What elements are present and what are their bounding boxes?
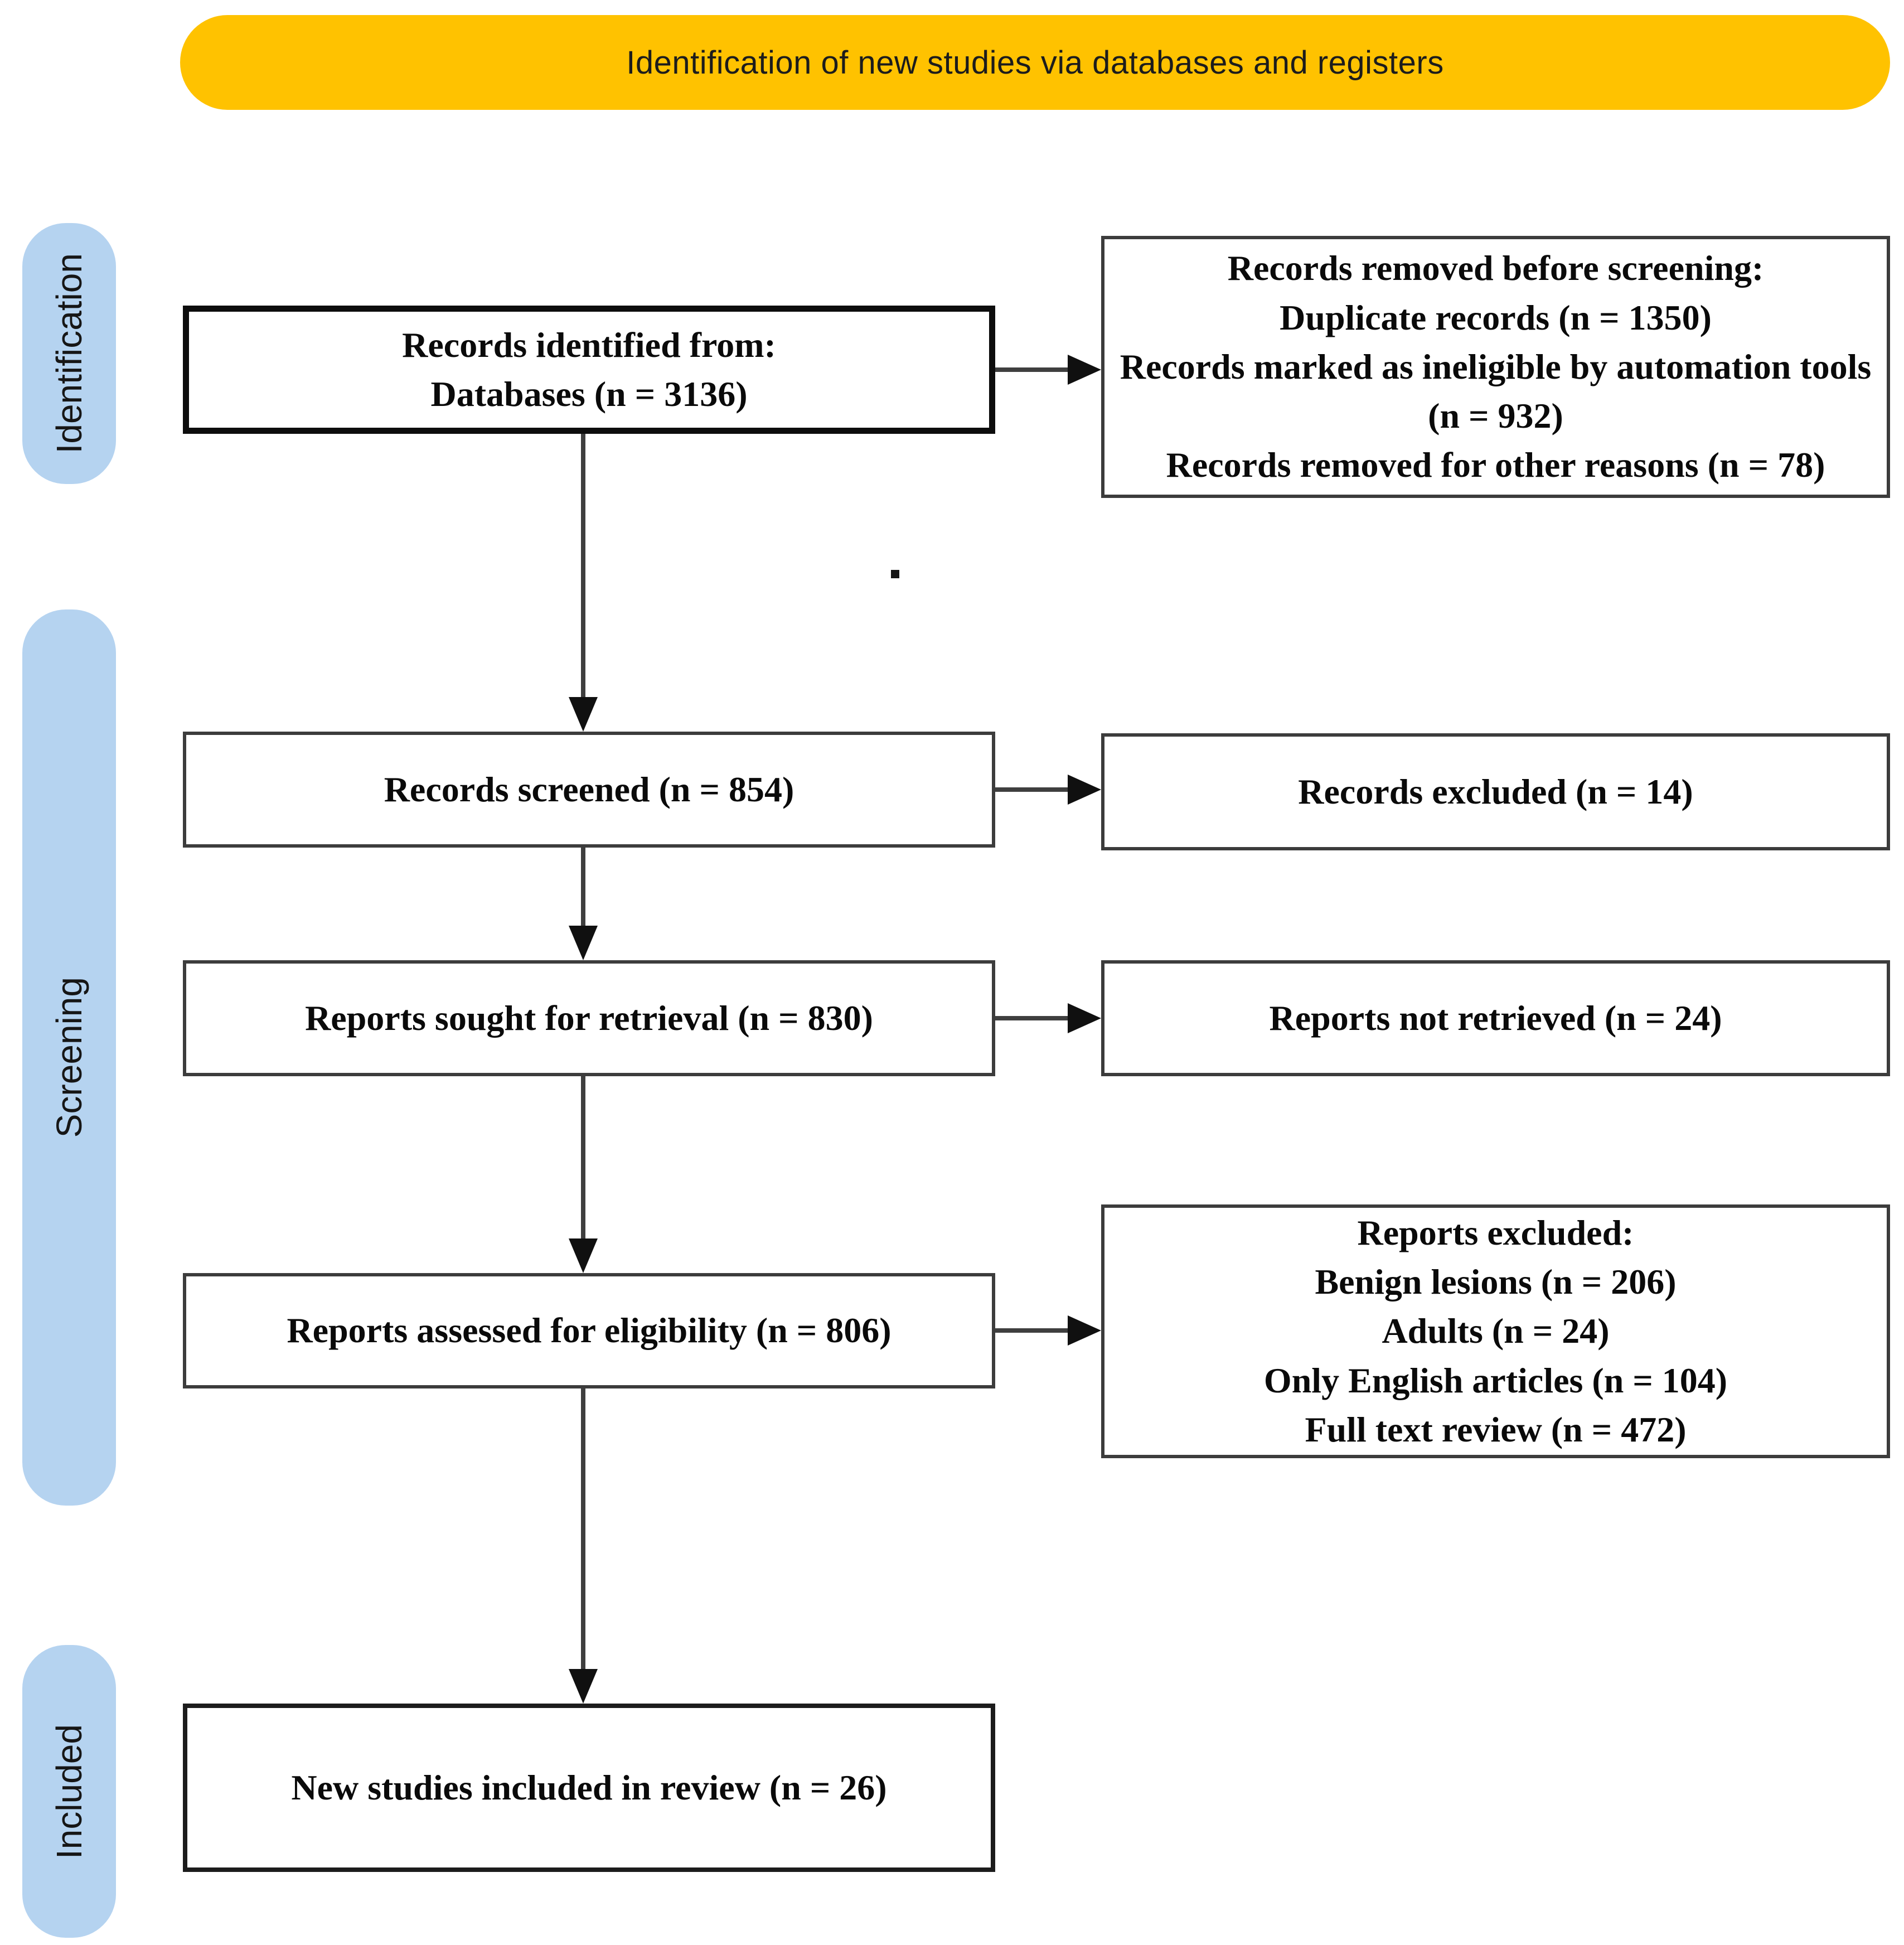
box-records-screened: Records screened (n = 854) — [183, 732, 995, 848]
stage-label-identification-text: Identification — [49, 253, 89, 454]
connector-assessed-to-included-line — [581, 1388, 585, 1673]
box-new-studies-included: New studies included in review (n = 26) — [183, 1704, 995, 1872]
box-records-excluded: Records excluded (n = 14) — [1101, 733, 1890, 850]
connector-identified-to-removed-arrowhead-icon — [1068, 355, 1101, 385]
records-removed-line-3: Records marked as ineligible by automati… — [1120, 346, 1872, 436]
records-identified-line-1: Records identified from: — [402, 325, 776, 365]
box-records-identified: Records identified from: Databases (n = … — [183, 306, 995, 434]
stray-dot-artifact — [891, 570, 899, 578]
records-removed-line-1: Records removed before screening: — [1227, 248, 1764, 288]
records-removed-line-2: Duplicate records (n = 1350) — [1280, 297, 1712, 337]
connector-sought-to-not-retrieved-arrowhead-icon — [1068, 1003, 1101, 1033]
stage-label-screening: Screening — [22, 609, 116, 1506]
records-excluded-label: Records excluded (n = 14) — [1298, 771, 1693, 811]
stage-label-identification: Identification — [22, 223, 116, 484]
new-studies-included-label: New studies included in review (n = 26) — [291, 1767, 887, 1807]
box-reports-not-retrieved: Reports not retrieved (n = 24) — [1101, 960, 1890, 1076]
connector-sought-to-assessed-line — [581, 1076, 585, 1242]
reports-excluded-line-3: Adults (n = 24) — [1382, 1311, 1610, 1351]
connector-identified-to-screened-line — [581, 434, 585, 701]
connector-sought-to-assessed-arrowhead-icon — [569, 1238, 598, 1273]
reports-excluded-line-1: Reports excluded: — [1357, 1212, 1634, 1252]
connector-screened-to-sought-line — [581, 848, 585, 930]
banner-label: Identification of new studies via databa… — [626, 44, 1444, 81]
reports-excluded-line-4: Only English articles (n = 104) — [1263, 1360, 1728, 1400]
connector-assessed-to-included-arrowhead-icon — [569, 1669, 598, 1704]
connector-assessed-to-reports-excluded-line — [995, 1328, 1070, 1333]
banner-identification-via-databases: Identification of new studies via databa… — [180, 15, 1890, 110]
records-screened-label: Records screened (n = 854) — [384, 769, 794, 809]
connector-sought-to-not-retrieved-line — [995, 1016, 1070, 1020]
connector-screened-to-excluded-line — [995, 787, 1070, 792]
reports-excluded-line-2: Benign lesions (n = 206) — [1315, 1262, 1677, 1302]
box-records-removed-before-screening: Records removed before screening: Duplic… — [1101, 236, 1890, 498]
stage-label-screening-text: Screening — [49, 977, 89, 1138]
connector-screened-to-sought-arrowhead-icon — [569, 926, 598, 960]
connector-screened-to-excluded-arrowhead-icon — [1068, 775, 1101, 805]
reports-sought-label: Reports sought for retrieval (n = 830) — [305, 998, 873, 1038]
connector-identified-to-screened-arrowhead-icon — [569, 697, 598, 732]
stage-label-included: Included — [22, 1645, 116, 1938]
stage-label-included-text: Included — [49, 1724, 89, 1859]
records-removed-line-4: Records removed for other reasons (n = 7… — [1166, 445, 1825, 485]
reports-not-retrieved-label: Reports not retrieved (n = 24) — [1269, 998, 1722, 1038]
reports-excluded-line-5: Full text review (n = 472) — [1305, 1409, 1687, 1449]
records-identified-line-2: Databases (n = 3136) — [430, 374, 748, 414]
box-reports-excluded: Reports excluded: Benign lesions (n = 20… — [1101, 1204, 1890, 1458]
box-reports-sought: Reports sought for retrieval (n = 830) — [183, 960, 995, 1076]
box-reports-assessed: Reports assessed for eligibility (n = 80… — [183, 1273, 995, 1388]
connector-identified-to-removed-line — [995, 367, 1070, 372]
reports-assessed-label: Reports assessed for eligibility (n = 80… — [287, 1310, 892, 1351]
connector-assessed-to-reports-excluded-arrowhead-icon — [1068, 1315, 1101, 1346]
